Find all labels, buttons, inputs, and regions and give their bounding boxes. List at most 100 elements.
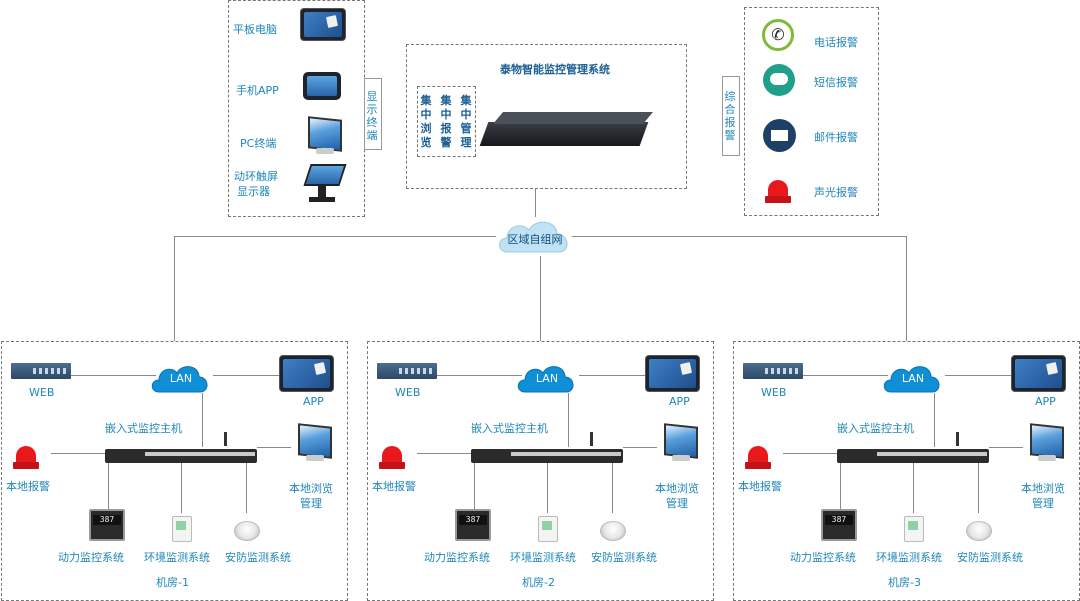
phone-alarm-label: 电话报警 [814, 36, 858, 49]
host-security-line [246, 463, 247, 513]
kiosk-label-1: 动环触屏 [234, 170, 278, 183]
lan-label: LAN [901, 372, 925, 385]
central-alarm: 集中报警 [440, 94, 452, 149]
local-monitor-icon [1030, 423, 1064, 463]
host-power-line [108, 463, 109, 513]
power-controller-icon: 387 [821, 509, 857, 541]
room-name: 机房-3 [888, 576, 921, 589]
light-alarm-label: 声光报警 [814, 186, 858, 199]
antenna-icon [224, 432, 227, 446]
host-label: 嵌入式监控主机 [837, 422, 914, 435]
web-server-icon [377, 363, 437, 379]
web-label: WEB [395, 386, 421, 399]
lan-app-line [579, 375, 645, 376]
web-label: WEB [761, 386, 787, 399]
web-label: WEB [29, 386, 55, 399]
antenna-icon [590, 432, 593, 446]
app-tablet-icon [1011, 355, 1066, 392]
display-terminal-label: 显示终端 [366, 90, 378, 142]
lan-label: LAN [169, 372, 193, 385]
env-sensor-icon [538, 516, 558, 542]
sms-alarm-label: 短信报警 [814, 76, 858, 89]
local-alarm-label: 本地报警 [6, 480, 50, 493]
kiosk-icon [303, 162, 347, 204]
local-alarm-label: 本地报警 [738, 480, 782, 493]
central-manage: 集中管理 [460, 94, 472, 149]
tablet-icon [300, 8, 346, 41]
pc-icon [308, 116, 342, 156]
host-monitor-line [623, 447, 657, 448]
embedded-host-icon [837, 449, 989, 463]
lan-label: LAN [535, 372, 559, 385]
host-alarm-line [51, 453, 105, 454]
host-env-line [913, 463, 914, 513]
lan-app-line [213, 375, 279, 376]
central-to-network-line [535, 189, 536, 217]
alarms-box [744, 7, 879, 216]
central-functions-box [417, 86, 476, 157]
network-label: 区域自组网 [507, 233, 563, 246]
app-tablet-icon [279, 355, 334, 392]
env-sensor-icon [904, 516, 924, 542]
central-system-title: 泰物智能监控管理系统 [500, 63, 610, 76]
env-label: 环境监测系统 [510, 551, 576, 564]
local-alarm-label: 本地报警 [372, 480, 416, 493]
local-browse-label-1: 本地浏览 [655, 482, 699, 495]
smoke-detector-icon [966, 521, 992, 541]
lan-app-line [945, 375, 1011, 376]
host-security-line [978, 463, 979, 513]
pc-label: PC终端 [240, 137, 277, 150]
host-env-line [181, 463, 182, 513]
env-sensor-icon [172, 516, 192, 542]
web-lan-line [803, 375, 888, 376]
power-controller-icon: 387 [455, 509, 491, 541]
server-icon [479, 108, 654, 152]
env-label: 环境监测系统 [876, 551, 942, 564]
web-server-icon [743, 363, 803, 379]
lan-cloud: LAN [515, 360, 579, 396]
email-alarm-label: 邮件报警 [814, 131, 858, 144]
web-lan-line [437, 375, 522, 376]
lan-cloud: LAN [149, 360, 213, 396]
power-label: 动力监控系统 [424, 551, 490, 564]
display-terminal-tag [364, 78, 382, 150]
central-system-box [406, 44, 687, 189]
light-alarm-icon [762, 175, 794, 205]
local-browse-label-1: 本地浏览 [289, 482, 333, 495]
host-env-line [547, 463, 548, 513]
host-monitor-line [257, 447, 291, 448]
power-label: 动力监控系统 [58, 551, 124, 564]
security-label: 安防监测系统 [591, 551, 657, 564]
host-label: 嵌入式监控主机 [471, 422, 548, 435]
host-monitor-line [989, 447, 1023, 448]
power-label: 动力监控系统 [790, 551, 856, 564]
embedded-host-icon [105, 449, 257, 463]
security-label: 安防监测系统 [225, 551, 291, 564]
app-label: APP [303, 395, 324, 408]
network-to-room1-line [174, 236, 175, 341]
host-power-line [474, 463, 475, 513]
security-label: 安防监测系统 [957, 551, 1023, 564]
room-name: 机房-1 [156, 576, 189, 589]
local-alarm-icon [376, 441, 408, 471]
network-to-room2-line [540, 256, 541, 341]
smoke-detector-icon [234, 521, 260, 541]
app-label: APP [669, 395, 690, 408]
lan-host-line [934, 393, 935, 447]
room-2: WEB LAN APP 嵌入式监控主机 本地报警 本地浏览 管理 387 动力监… [367, 341, 714, 601]
sms-alarm-icon [763, 64, 795, 96]
room-3: WEB LAN APP 嵌入式监控主机 本地报警 本地浏览 管理 387 动力监… [733, 341, 1080, 601]
network-left-line [174, 236, 496, 237]
app-tablet-icon [645, 355, 700, 392]
local-monitor-icon [664, 423, 698, 463]
lan-host-line [202, 393, 203, 447]
network-cloud: 区域自组网 [495, 214, 575, 258]
host-power-line [840, 463, 841, 513]
host-label: 嵌入式监控主机 [105, 422, 182, 435]
alarm-group-label: 综合报警 [724, 90, 736, 142]
alarm-group-tag [722, 76, 740, 156]
tablet-label: 平板电脑 [233, 23, 277, 36]
local-browse-label-2: 管理 [1032, 497, 1054, 510]
power-controller-icon: 387 [89, 509, 125, 541]
room-1: WEB LAN APP 嵌入式监控主机 本地报警 本地浏览 管理 387 动力监… [1, 341, 348, 601]
